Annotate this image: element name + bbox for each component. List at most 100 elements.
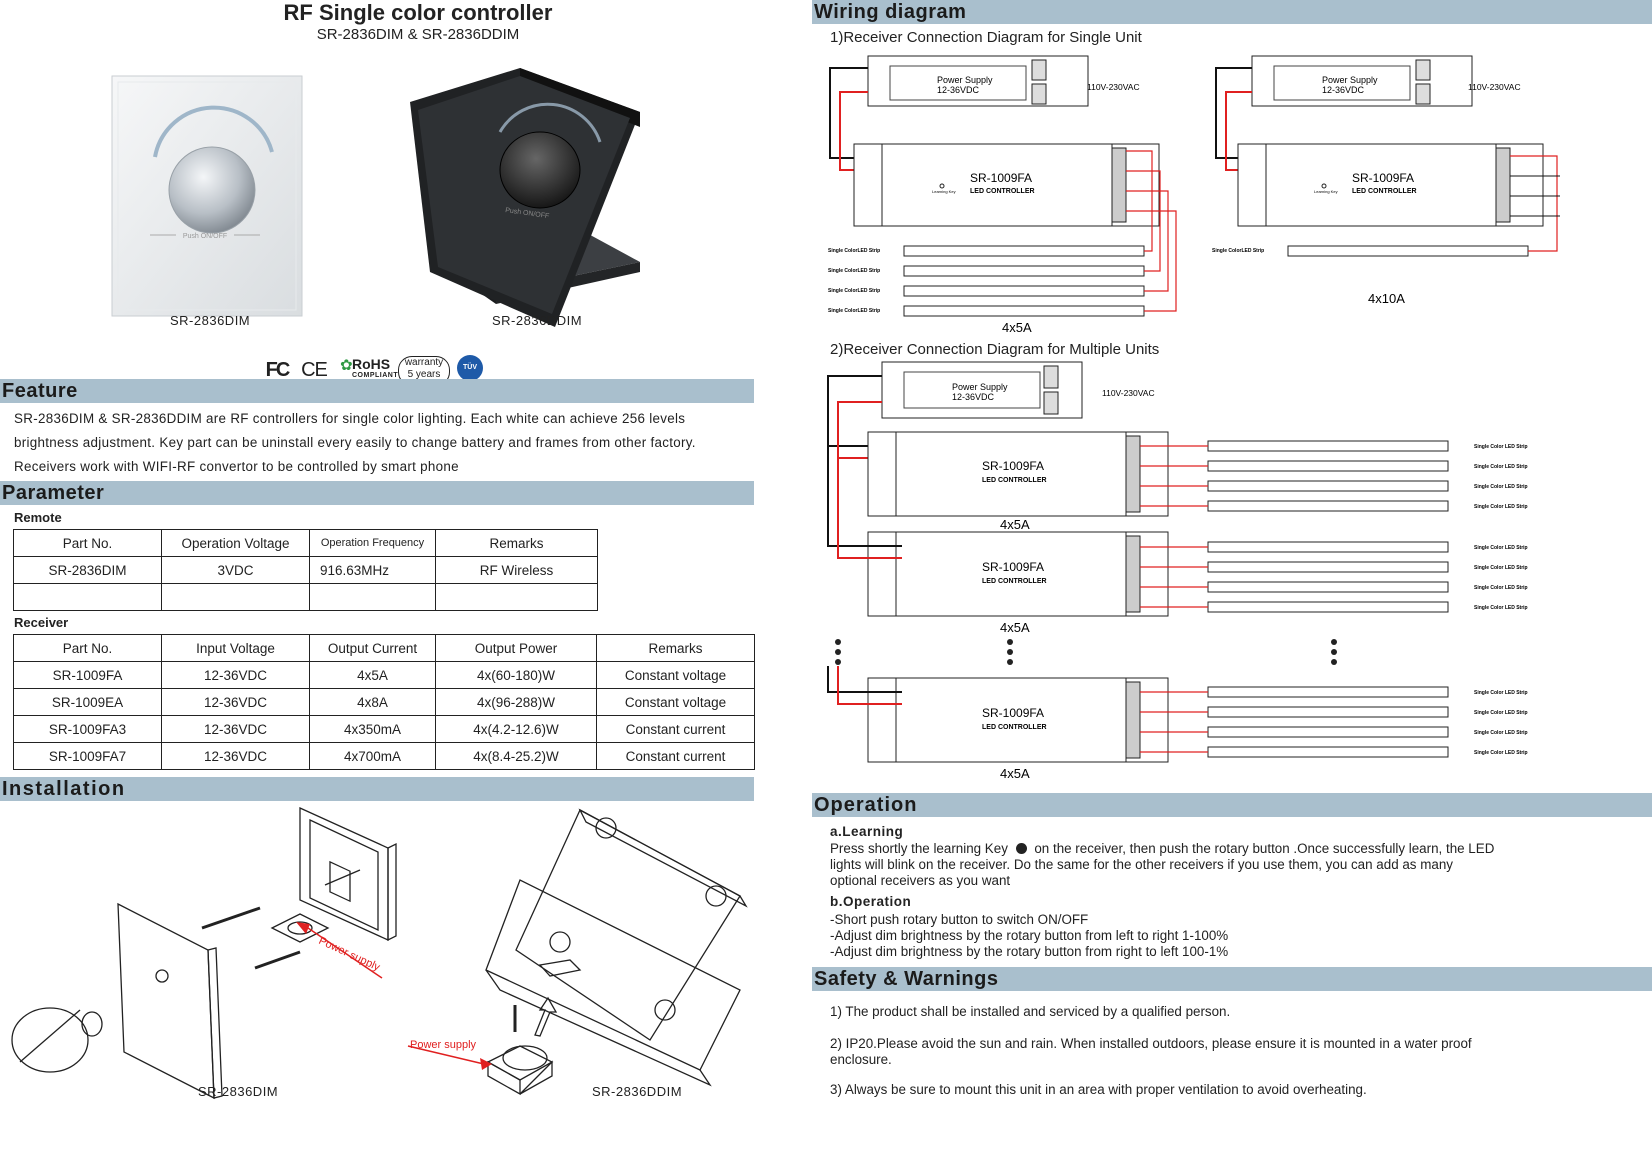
svg-text:Single Color LED Strip: Single Color LED Strip [1474,710,1528,716]
table-row: SR-2836DIM 3VDC 916.63MHz RF Wireless [13,556,598,584]
power-supply-pointer-right [407,1045,489,1066]
svg-text:LED CONTROLLER: LED CONTROLLER [982,477,1047,484]
safety-item-1: 1) The product shall be installed and se… [830,1004,1231,1019]
page-title: RF Single color controller [283,0,553,25]
operation-line-3: -Adjust dim brightness by the rotary but… [830,944,1229,959]
svg-text:SR-1009FA: SR-1009FA [982,560,1044,574]
installation-caption-right: SR-2836DDIM [592,1084,683,1099]
operation-line-1: -Short push rotary button to switch ON/O… [830,912,1089,927]
installation-caption-left: SR-2836DIM [198,1084,279,1099]
sr-2836ddim-exploded-view [485,808,748,1096]
sr-2836ddim-image: Push ON/OFF [410,68,640,327]
svg-text:Single Color LED Strip: Single Color LED Strip [1474,565,1528,571]
leaf-icon: ✿ [340,357,353,374]
feature-heading: Feature [2,380,78,402]
remote-label: Remote [14,510,62,525]
svg-text:LED CONTROLLER: LED CONTROLLER [982,724,1047,731]
learning-key-icon [1015,843,1027,854]
svg-text:Single Color LED Strip: Single Color LED Strip [1474,750,1528,756]
svg-text:Single Color LED Strip: Single Color LED Strip [1474,690,1528,696]
single-unit-title: 1)Receiver Connection Diagram for Single… [830,29,1142,46]
svg-text:110V-230VAC: 110V-230VAC [1102,388,1155,398]
table-row: SR-1009EA 12-36VDC 4x8A 4x(96-288)W Cons… [13,688,755,716]
svg-text:SR-1009FA: SR-1009FA [1352,171,1414,185]
svg-text:4x5A: 4x5A [1000,620,1030,635]
svg-text:Single Color LED Strip: Single Color LED Strip [1474,585,1528,591]
fcc-logo: FC [265,358,291,381]
svg-text:Learning Key: Learning Key [932,189,956,194]
wiring-heading-bar: Wiring diagram [812,0,1652,24]
svg-text:Single Color LED Strip: Single Color LED Strip [1474,545,1528,551]
wiring-heading: Wiring diagram [814,1,967,23]
svg-text:4x5A: 4x5A [1000,517,1030,532]
svg-text:Single Color LED Strip: Single Color LED Strip [1474,484,1528,490]
svg-text:4x5A: 4x5A [1002,320,1032,335]
sr-2836dim-image: Push ON/OFF [111,75,303,317]
svg-text:LED CONTROLLER: LED CONTROLLER [1352,188,1417,195]
single-unit-diagram-b: Power Supply 12-36VDC 110V-230VAC SR-100… [1212,55,1560,306]
svg-text:Power Supply: Power Supply [937,75,993,85]
svg-text:Single ColorLED Strip: Single ColorLED Strip [828,268,880,274]
svg-text:12-36VDC: 12-36VDC [1322,85,1365,95]
svg-text:110V-230VAC: 110V-230VAC [1087,82,1140,92]
power-supply-label-right: Power supply [410,1039,477,1051]
svg-text:110V-230VAC: 110V-230VAC [1468,82,1521,92]
svg-text:Single Color LED Strip: Single Color LED Strip [1474,730,1528,736]
operation-heading-bar: Operation [812,793,1652,817]
svg-text:LED CONTROLLER: LED CONTROLLER [970,188,1035,195]
product-caption-right: SR-2836DDIM [492,313,583,328]
power-supply-label-left: Power supply [317,935,382,974]
svg-text:LED CONTROLLER: LED CONTROLLER [982,578,1047,585]
installation-heading-bar: Installation [0,777,754,801]
receiver-label: Receiver [14,615,69,630]
safety-item-2-cont: enclosure. [830,1052,892,1067]
svg-text:SR-1009FA: SR-1009FA [982,706,1044,720]
svg-text:Single Color LED Strip: Single Color LED Strip [1474,504,1528,510]
learning-title: a.Learning [830,824,904,839]
wiring-diagrams: Power Supply 12-36VDC 110V-230VAC SR-100… [827,55,1560,781]
dial-text-1: Push ON/OFF [183,233,227,240]
power-supply-pointer-left [307,927,383,979]
safety-heading-bar: Safety & Warnings [812,967,1652,991]
svg-text:SR-1009FA: SR-1009FA [982,459,1044,473]
svg-text:Power Supply: Power Supply [952,382,1008,392]
rohs-logo: ✿ RoHS COMPLIANT [340,356,399,379]
learning-line-1: Press shortly the learning Key on the re… [830,841,1495,856]
multi-unit-title: 2)Receiver Connection Diagram for Multip… [830,341,1160,358]
table-row [13,583,598,611]
product-caption-left: SR-2836DIM [170,313,251,328]
feature-line-1: SR-2836DIM & SR-2836DDIM are RF controll… [14,411,686,426]
ce-logo: CE [301,358,328,381]
svg-text:Single Color LED Strip: Single Color LED Strip [1474,605,1528,611]
svg-text:Single ColorLED Strip: Single ColorLED Strip [828,308,880,314]
product-photos: Push ON/OFF Push ON/OFF [111,68,640,327]
safety-item-2: 2) IP20.Please avoid the sun and rain. W… [830,1036,1472,1051]
learning-line-3: optional receivers as you want [830,873,1011,888]
svg-text:Single ColorLED Strip: Single ColorLED Strip [1212,248,1264,254]
table-row: Part No. Operation Voltage Operation Fre… [13,529,598,557]
learning-line-2: lights will blink on the receiver. Do th… [830,857,1453,872]
svg-text:Single ColorLED Strip: Single ColorLED Strip [828,248,880,254]
svg-text:Learning Key: Learning Key [1314,189,1338,194]
tuv-logo: TÜV [457,355,483,381]
table-row: SR-1009FA3 12-36VDC 4x350mA 4x(4.2-12.6)… [13,715,755,743]
safety-heading: Safety & Warnings [814,968,999,990]
operation-line-2: -Adjust dim brightness by the rotary but… [830,928,1229,943]
operation-heading: Operation [814,794,918,816]
table-row: SR-1009FA 12-36VDC 4x5A 4x(60-180)W Cons… [13,661,755,689]
multi-unit-diagram: Power Supply 12-36VDC 110V-230VAC SR-100… [827,361,1528,781]
page-subtitle: SR-2836DIM & SR-2836DDIM [316,26,520,43]
svg-text:Power Supply: Power Supply [1322,75,1378,85]
svg-text:SR-1009FA: SR-1009FA [970,171,1032,185]
table-row: Part No. Input Voltage Output Current Ou… [13,634,755,662]
svg-text:Single Color LED Strip: Single Color LED Strip [1474,464,1528,470]
svg-text:4x5A: 4x5A [1000,766,1030,781]
receiver-table: Part No. Input Voltage Output Current Ou… [13,634,755,770]
svg-text:Single Color LED Strip: Single Color LED Strip [1474,444,1528,450]
feature-line-2: brightness adjustment. Key part can be u… [14,435,696,450]
remote-table: Part No. Operation Voltage Operation Fre… [13,529,598,611]
svg-text:12-36VDC: 12-36VDC [952,392,995,402]
operation-title: b.Operation [830,894,912,909]
svg-text:Single ColorLED Strip: Single ColorLED Strip [828,288,880,294]
feature-heading-bar: Feature [0,379,754,403]
